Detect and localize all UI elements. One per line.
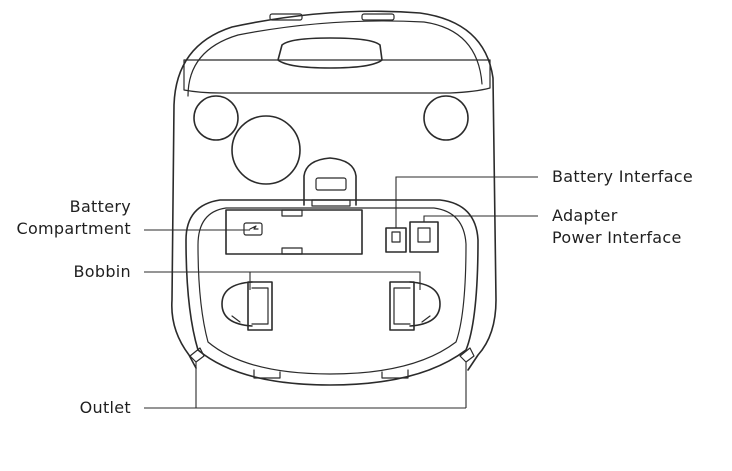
- bobbin-left-inner: [251, 287, 269, 325]
- label-bobbin: Bobbin: [74, 262, 131, 281]
- device-body: [171, 10, 497, 371]
- label-battery-interface: Battery Interface: [552, 167, 693, 186]
- leader-adapter: [423, 215, 538, 222]
- top-clip-right: [361, 13, 395, 21]
- adapter-port: [409, 221, 439, 253]
- top-band-lower: [183, 59, 491, 94]
- battery-contact-bottom: [281, 247, 303, 255]
- latch-button: [315, 177, 347, 191]
- tray-inner: [197, 207, 467, 375]
- label-battery-compartment-line2: Compartment: [16, 219, 131, 238]
- leader-lines: [144, 176, 538, 409]
- latch-arch: [303, 157, 357, 206]
- latch-base: [311, 199, 351, 207]
- battery-contact-top: [281, 209, 303, 217]
- device-pads: [193, 95, 469, 185]
- battery-symbol-bolt: [249, 225, 259, 230]
- inner-shell: [187, 20, 483, 97]
- battery-interface-port-inner: [391, 231, 401, 243]
- label-outlet: Outlet: [80, 398, 131, 417]
- label-adapter-line1: Adapter: [552, 206, 618, 225]
- bobbin-right-tick: [421, 315, 431, 323]
- adapter-port-inner: [417, 227, 431, 243]
- ports: [385, 221, 439, 253]
- pad-right: [423, 95, 469, 141]
- handle-slot: [277, 37, 383, 69]
- lower-tray: [185, 199, 479, 386]
- bobbin-left-body: [247, 281, 273, 331]
- outlet-marker-right: [459, 347, 475, 363]
- leader-bobbin: [144, 271, 421, 290]
- battery-compartment: [225, 209, 363, 255]
- outer-shell: [171, 10, 497, 371]
- leader-battery-interface: [395, 176, 538, 228]
- top-clip-left: [269, 13, 303, 21]
- battery-symbol: [243, 222, 263, 236]
- label-battery-compartment-line1: Battery: [70, 197, 131, 216]
- tray-notch-left: [253, 369, 281, 379]
- pad-center: [231, 115, 301, 185]
- label-adapter-line2: Power Interface: [552, 228, 682, 247]
- pad-left: [193, 95, 239, 141]
- bobbin-left-tick: [231, 315, 241, 323]
- bobbins: [221, 281, 441, 331]
- bobbin-right-arc: [409, 281, 441, 327]
- tray-outer: [185, 199, 479, 386]
- bobbin-left-arc: [221, 281, 253, 327]
- outlet-marker-left: [189, 347, 205, 363]
- center-latch: [303, 157, 357, 207]
- labels: Battery Interface Adapter Power Interfac…: [16, 167, 693, 417]
- bobbin-right-body: [389, 281, 415, 331]
- bobbin-right-inner: [393, 287, 411, 325]
- tray-notch-right: [381, 369, 409, 379]
